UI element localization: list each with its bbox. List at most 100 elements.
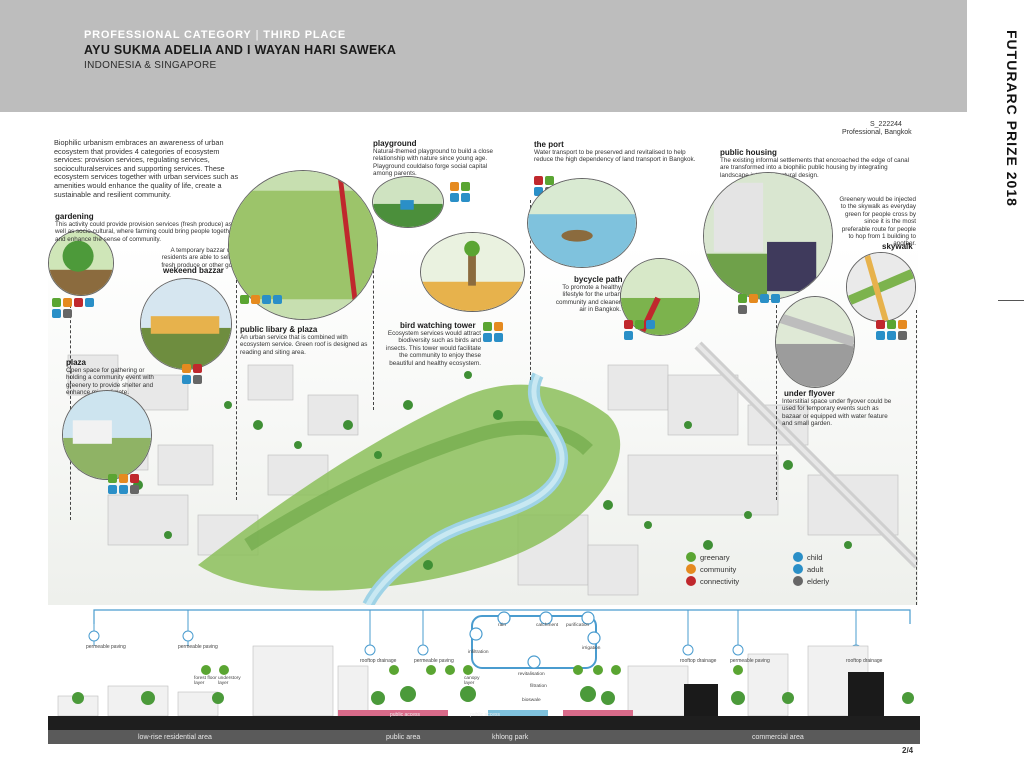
elderly-icon [193, 375, 202, 384]
community-icon [749, 294, 758, 303]
legend-label: elderly [807, 576, 830, 586]
legend-item: elderly [793, 575, 829, 587]
legend-label: adult [807, 564, 824, 574]
tag-canopy: canopy layer [464, 676, 480, 686]
greenery-icon [461, 182, 470, 191]
adult-icon [494, 333, 503, 342]
entry-code: S_222244 [870, 121, 902, 128]
adult-icon [793, 564, 803, 574]
community-icon [63, 298, 72, 307]
category-separator: | [255, 29, 260, 41]
child-icon [793, 552, 803, 562]
connector-line [236, 280, 237, 500]
tag-permeable-paving: permeable paving [86, 644, 126, 650]
community-icon [450, 182, 459, 191]
greenery-icon [240, 295, 249, 304]
child-icon [760, 294, 769, 303]
connector-line [916, 310, 917, 610]
adult-icon [534, 187, 543, 196]
prize-title: FUTURARC PRIZE 2018 [1004, 30, 1020, 207]
legend-item: child [793, 551, 829, 563]
tag-understory: understory layer [218, 676, 241, 686]
housing-vignette [703, 172, 833, 300]
plaza-title: plaza [66, 358, 87, 367]
section-diagram [48, 606, 920, 744]
zone-commercial: commercial area [752, 734, 804, 741]
bicycle-icons [624, 320, 664, 340]
gardening-text: This activity could provide provision se… [55, 221, 235, 243]
playground-text: Natural-themed playground to build a clo… [373, 148, 494, 178]
author-names: AYU SUKMA ADELIA AND I WAYAN HARI SAWEKA [84, 43, 397, 57]
community-icon [686, 564, 696, 574]
greenery-icon [108, 474, 117, 483]
tower-icons [483, 322, 513, 342]
cycle-irrigation: irrigation [582, 646, 601, 651]
elderly-icon [793, 576, 803, 586]
legend-label: greenary [700, 552, 730, 562]
connector-line [530, 200, 531, 380]
legend-item: adult [793, 563, 829, 575]
adult-icon [887, 331, 896, 340]
page-number: 2/4 [902, 746, 914, 755]
greenery-icon [738, 294, 747, 303]
legend-item: connectivity [686, 575, 739, 587]
adult-icon [624, 331, 633, 340]
skywalk-vignette [846, 252, 916, 322]
tag-rooftop-drainage: rooftop drainage [680, 658, 717, 664]
greenery-icon [52, 298, 61, 307]
side-panel [967, 0, 1024, 760]
child-icon [876, 331, 885, 340]
bazzar-vignette [140, 278, 232, 370]
connectivity-icon [74, 298, 83, 307]
bazzar-icons [182, 364, 212, 384]
connectivity-icon [193, 364, 202, 373]
elderly-icon [63, 309, 72, 318]
side-divider [998, 300, 1024, 301]
legend-label: community [700, 564, 737, 574]
intro-text: Biophilic urbanism embraces an awareness… [54, 138, 239, 199]
library-icons [240, 295, 286, 304]
flyover-text: Interstitial space under flyover could b… [782, 398, 892, 428]
tag-rooftop-drainage: rooftop drainage [846, 658, 883, 664]
tower-title: bird watching tower [400, 321, 476, 330]
tag-bioswale: bioswale [522, 698, 541, 703]
library-title: public libary & plaza [240, 325, 318, 334]
bazzar-title: wekeend bazzar [163, 266, 224, 275]
skywalk-text: Greenery would be injected to the skywal… [839, 196, 916, 248]
playground-vignette [372, 176, 444, 228]
cycle-revitalisation: revitalisation [518, 672, 545, 677]
elderly-icon [898, 331, 907, 340]
elderly-icon [130, 485, 139, 494]
cycle-purification: purification [566, 623, 590, 628]
cycle-infiltration: infiltration [468, 650, 489, 655]
bicycle-vignette [620, 258, 700, 336]
library-vignette [228, 170, 378, 320]
adult-icon [52, 309, 61, 318]
child-icon [646, 320, 655, 329]
zone-residential: low-rise residential area [138, 734, 212, 741]
place-label: THIRD PLACE [263, 29, 346, 41]
tag-rooftop-drainage: rooftop drainage [360, 658, 397, 664]
tower-vignette [420, 232, 525, 312]
bicycle-text: To promote a healthy lifestyle for the u… [555, 284, 621, 314]
category-label: PROFESSIONAL CATEGORY [84, 29, 252, 41]
housing-title: public housing [720, 148, 777, 157]
tower-text: Ecosystem services would attract biodive… [385, 330, 481, 367]
bicycle-title: bycycle path [574, 275, 623, 284]
port-text: Water transport to be preserved and revi… [534, 149, 696, 164]
author-country: INDONESIA & SINGAPORE [84, 60, 217, 71]
community-icon [251, 295, 260, 304]
legend-item: greenary [686, 551, 739, 563]
community-icon [494, 322, 503, 331]
plaza-icons [108, 474, 148, 494]
tag-permeable-paving: permeable paving [178, 644, 218, 650]
greenery-icon [686, 552, 696, 562]
zone-public: public area [386, 734, 421, 741]
adult-icon [182, 375, 191, 384]
child-icon [85, 298, 94, 307]
tag-filtration: filtration [530, 684, 547, 689]
community-icon [898, 320, 907, 329]
flyover-vignette [775, 296, 855, 388]
gardening-title: gardening [55, 212, 94, 221]
tag-forest-floor: forest floor layer [194, 676, 217, 686]
